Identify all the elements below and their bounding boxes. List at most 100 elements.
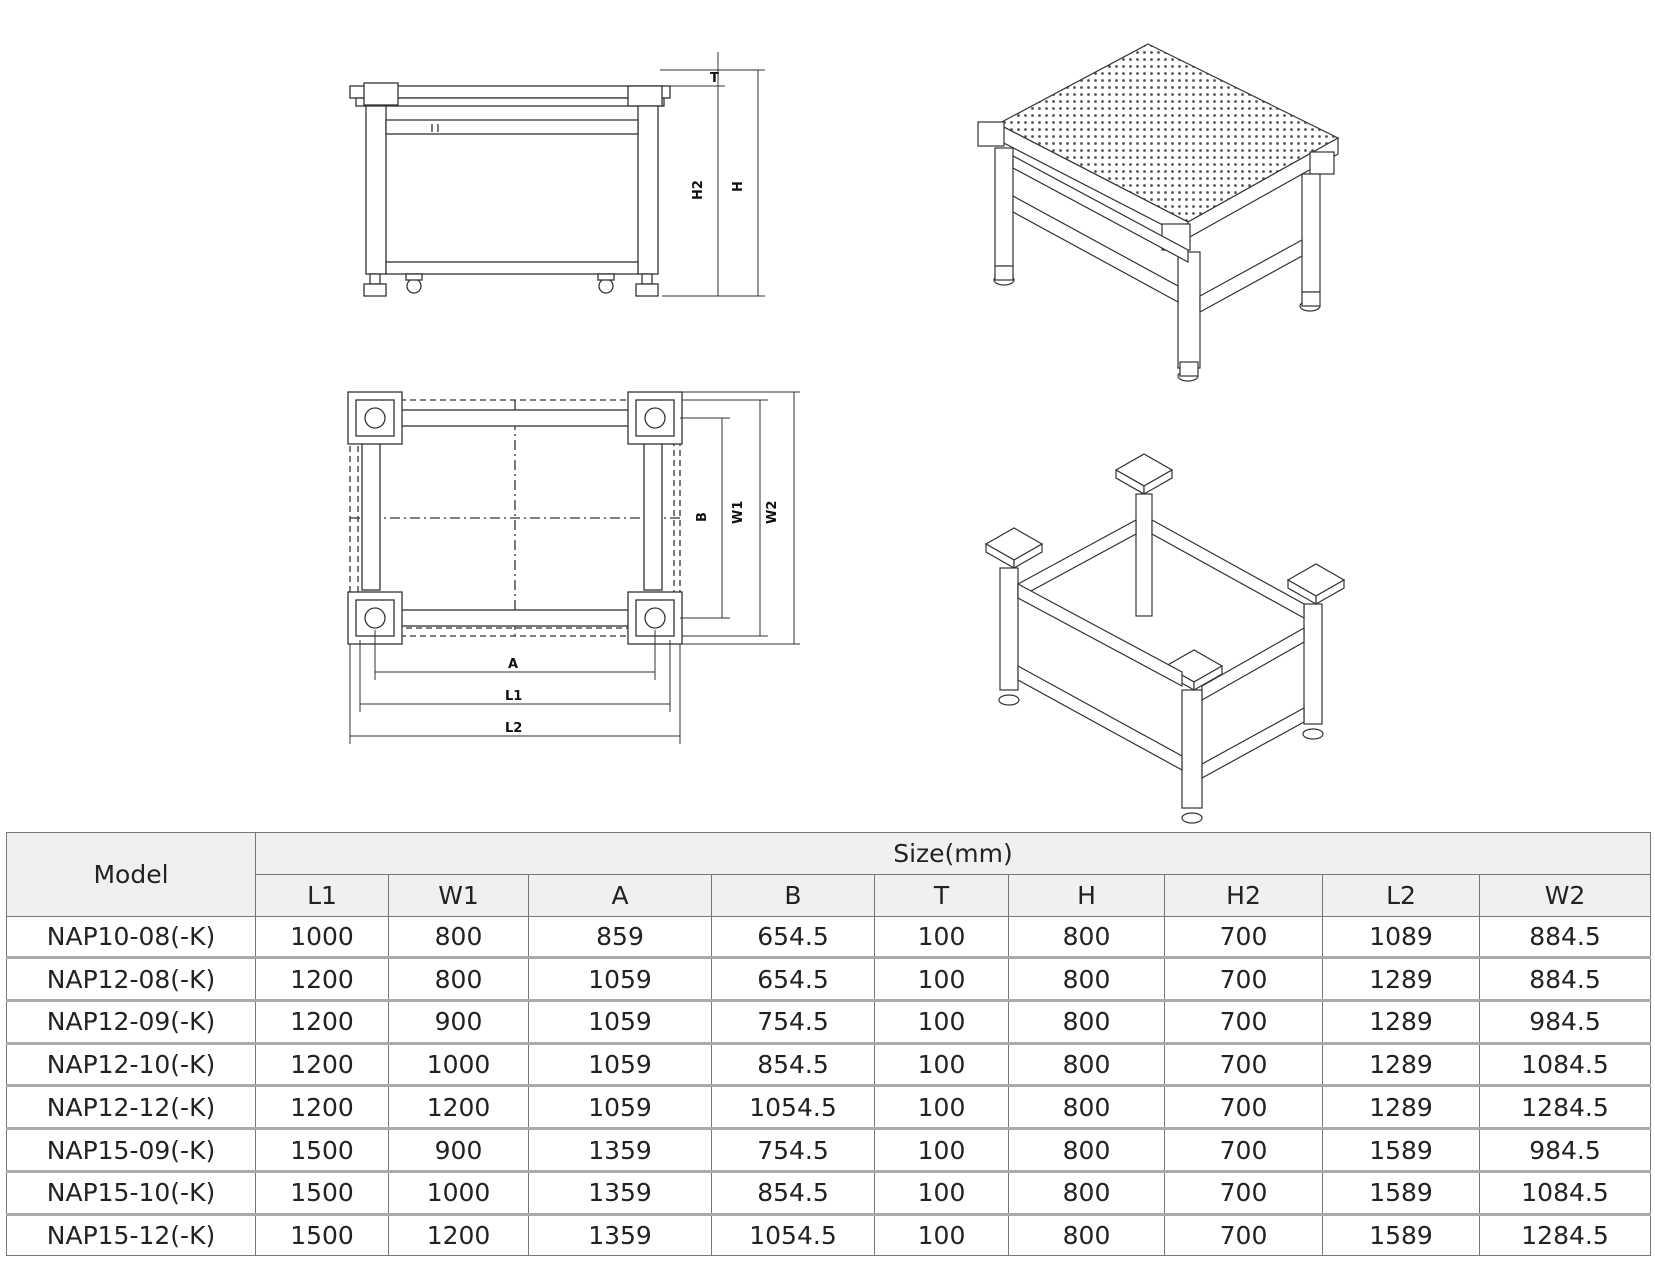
column-header-l2: L2 <box>1322 874 1480 917</box>
table-cell: 1200 <box>388 1212 529 1257</box>
technical-drawings: T H2 H <box>347 43 1346 824</box>
table-row: NAP12-10(-K) 1200 1000 1059 854.5 100 80… <box>6 1041 1652 1087</box>
table-cell: NAP12-10(-K) <box>6 1041 256 1087</box>
table-cell: 800 <box>1008 1041 1165 1087</box>
column-header-h: H <box>1008 874 1165 917</box>
table-cell: 100 <box>874 1084 1009 1130</box>
table-cell: 1059 <box>528 1084 712 1130</box>
table-cell: 1200 <box>255 1084 389 1130</box>
table-cell: 700 <box>1164 1212 1323 1257</box>
table-cell: 800 <box>1008 1084 1165 1130</box>
table-cell: 1500 <box>255 1127 389 1172</box>
table-cell: 1500 <box>255 1212 389 1257</box>
table-cell: 1589 <box>1322 1169 1480 1215</box>
table-cell: 800 <box>1008 1127 1165 1172</box>
table-cell: 1200 <box>388 1084 529 1130</box>
column-header-l1: L1 <box>255 874 389 917</box>
table-cell: 1359 <box>528 1169 712 1215</box>
table-cell: 700 <box>1164 1169 1323 1215</box>
table-row: NAP15-12(-K) 1500 1200 1359 1054.5 100 8… <box>6 1212 1652 1257</box>
table-cell: NAP15-10(-K) <box>6 1169 256 1215</box>
table-cell: 1000 <box>255 915 389 959</box>
table-cell: NAP12-08(-K) <box>6 956 256 1002</box>
table-cell: 1289 <box>1322 1084 1480 1130</box>
table-row: NAP15-09(-K) 1500 900 1359 754.5 100 800… <box>6 1127 1652 1172</box>
table-cell: 984.5 <box>1478 1127 1652 1172</box>
table-cell: 1589 <box>1322 1127 1480 1172</box>
dimension-label-t: T <box>710 71 719 86</box>
table-cell: 1589 <box>1322 1212 1480 1257</box>
table-cell: 800 <box>1008 915 1165 959</box>
table-cell: 800 <box>388 915 529 959</box>
table-cell: 1059 <box>528 1041 712 1087</box>
table-cell: 700 <box>1164 956 1323 1002</box>
table-cell: 900 <box>388 999 529 1044</box>
table-cell: 700 <box>1164 915 1323 959</box>
dimension-label-h: H <box>731 181 746 192</box>
table-row: NAP12-08(-K) 1200 800 1059 654.5 100 800… <box>6 956 1652 1002</box>
table-cell: 654.5 <box>711 956 875 1002</box>
column-header-h2: H2 <box>1164 874 1323 917</box>
table-cell: NAP12-12(-K) <box>6 1084 256 1130</box>
table-cell: 1059 <box>528 956 712 1002</box>
table-cell: 100 <box>874 1169 1009 1215</box>
table-cell: 700 <box>1164 1127 1323 1172</box>
table-cell: 100 <box>874 1127 1009 1172</box>
table-cell: 100 <box>874 915 1009 959</box>
table-cell: NAP10-08(-K) <box>6 915 256 959</box>
column-header-w2: W2 <box>1478 874 1652 917</box>
table-cell: 654.5 <box>711 915 875 959</box>
table-cell: 1054.5 <box>711 1212 875 1257</box>
table-cell: 100 <box>874 999 1009 1044</box>
table-cell: NAP15-09(-K) <box>6 1127 256 1172</box>
dimension-label-b: B <box>695 512 710 522</box>
front-view-dimensions <box>660 52 765 297</box>
dimension-label-w2: W2 <box>765 501 780 524</box>
table-cell: 1089 <box>1322 915 1480 959</box>
isometric-table-with-breadboard <box>977 43 1340 382</box>
column-header-t: T <box>874 874 1009 917</box>
table-cell: 1084.5 <box>1478 1169 1652 1215</box>
size-header: Size(mm) <box>254 832 1652 875</box>
isometric-frame-with-isolators <box>984 453 1346 824</box>
table-cell: 1289 <box>1322 1041 1480 1087</box>
table-cell: 984.5 <box>1478 999 1652 1044</box>
table-cell: 854.5 <box>711 1041 875 1087</box>
top-view-drawing <box>347 391 683 645</box>
table-cell: 754.5 <box>711 1127 875 1172</box>
model-header: Model <box>6 832 256 917</box>
table-cell: 1059 <box>528 999 712 1044</box>
table-cell: 700 <box>1164 1084 1323 1130</box>
table-cell: 1284.5 <box>1478 1084 1652 1130</box>
table-cell: 1284.5 <box>1478 1212 1652 1257</box>
table-cell: 100 <box>874 1212 1009 1257</box>
table-cell: 884.5 <box>1478 956 1652 1002</box>
dimension-label-l2: L2 <box>505 721 522 736</box>
column-header-b: B <box>711 874 875 917</box>
table-cell: 1200 <box>255 956 389 1002</box>
table-cell: 800 <box>1008 999 1165 1044</box>
table-cell: 800 <box>1008 1212 1165 1257</box>
dimension-label-l1: L1 <box>505 689 522 704</box>
table-row: NAP12-09(-K) 1200 900 1059 754.5 100 800… <box>6 999 1652 1044</box>
table-cell: 1200 <box>255 1041 389 1087</box>
table-cell: NAP12-09(-K) <box>6 999 256 1044</box>
table-cell: 1000 <box>388 1169 529 1215</box>
table-row: NAP12-12(-K) 1200 1200 1059 1054.5 100 8… <box>6 1084 1652 1130</box>
table-cell: 900 <box>388 1127 529 1172</box>
table-cell: 1000 <box>388 1041 529 1087</box>
table-cell: 884.5 <box>1478 915 1652 959</box>
table-cell: 859 <box>528 915 712 959</box>
table-cell: 1500 <box>255 1169 389 1215</box>
column-header-a: A <box>528 874 712 917</box>
table-cell: NAP15-12(-K) <box>6 1212 256 1257</box>
table-cell: 800 <box>1008 956 1165 1002</box>
table-cell: 1200 <box>255 999 389 1044</box>
table-cell: 1054.5 <box>711 1084 875 1130</box>
table-cell: 800 <box>1008 1169 1165 1215</box>
table-cell: 854.5 <box>711 1169 875 1215</box>
dimension-label-h2: H2 <box>691 180 706 200</box>
table-cell: 754.5 <box>711 999 875 1044</box>
specification-table: Model Size(mm) L1 W1 A B T H H2 L2 W2 NA… <box>6 832 1652 1257</box>
dimension-label-w1: W1 <box>731 501 746 524</box>
